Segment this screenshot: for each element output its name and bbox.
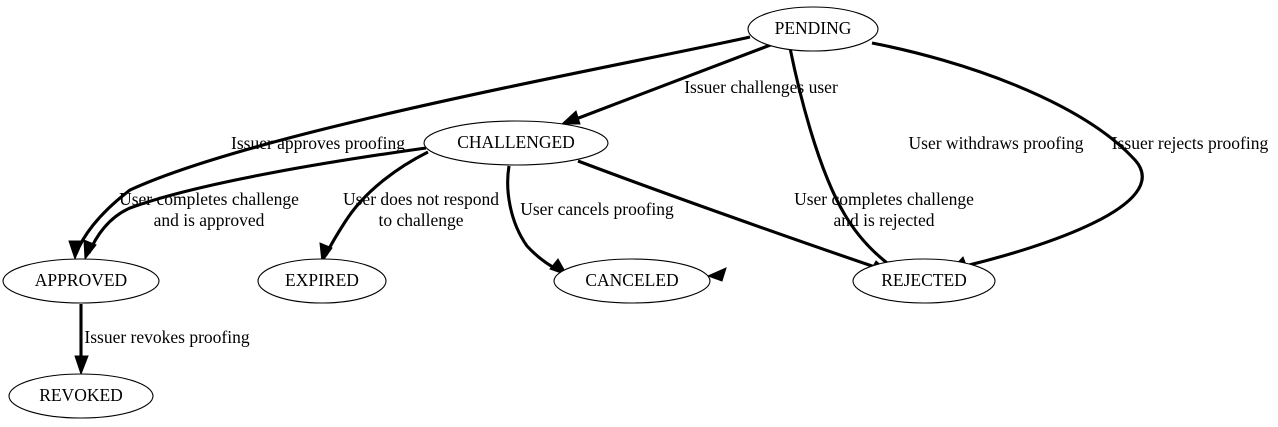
edge-pending-approved: Issuer approves proofing: [68, 35, 751, 261]
node-label-revoked: REVOKED: [39, 385, 123, 405]
node-rejected[interactable]: REJECTED: [852, 258, 996, 304]
edge-label-pending-challenged: Issuer challenges user: [684, 77, 838, 97]
node-revoked[interactable]: REVOKED: [8, 373, 154, 419]
node-label-pending: PENDING: [775, 18, 852, 38]
node-shape-pending[interactable]: [747, 6, 879, 52]
edge-line-pending-challenged: [575, 42, 774, 121]
node-canceled[interactable]: CANCELED: [553, 258, 711, 304]
node-approved[interactable]: APPROVED: [2, 258, 160, 304]
node-challenged[interactable]: CHALLENGED: [423, 120, 609, 166]
edge-line-pending-approved: [74, 35, 751, 255]
nodes-layer: PENDING CHALLENGED APPROVED EXPIRED CANCELED…: [2, 6, 996, 419]
node-shape-expired[interactable]: [257, 258, 387, 304]
node-shape-approved[interactable]: [2, 258, 160, 304]
node-shape-challenged[interactable]: [423, 120, 609, 166]
node-label-challenged: CHALLENGED: [457, 132, 575, 152]
arrowhead-icon: [706, 267, 727, 282]
edge-line-challenged-expired: [324, 150, 429, 256]
node-label-approved: APPROVED: [35, 270, 127, 290]
node-expired[interactable]: EXPIRED: [257, 258, 387, 304]
arrowhead-icon: [560, 110, 581, 125]
edge-line-challenged-canceled: [506, 165, 561, 273]
node-shape-canceled[interactable]: [553, 258, 711, 304]
edge-line-challenged-rejected: [577, 159, 876, 269]
arrowhead-icon: [319, 242, 333, 264]
edges-layer: Issuer approves proofing Issuer challenge…: [68, 35, 1269, 376]
edge-pending-rejected: Issuer rejects proofing: [871, 41, 1269, 271]
edge-label-pending-rejected: Issuer rejects proofing: [1112, 133, 1269, 153]
node-label-canceled: CANCELED: [585, 270, 678, 290]
edge-pending-canceled: User withdraws proofing: [706, 47, 1084, 282]
node-label-rejected: REJECTED: [881, 270, 967, 290]
edge-line-challenged-approved: [87, 146, 427, 254]
node-shape-rejected[interactable]: [852, 258, 996, 304]
arrowhead-icon: [68, 240, 83, 261]
node-pending[interactable]: PENDING: [747, 6, 879, 52]
edge-line-pending-canceled: [788, 47, 892, 268]
edge-approved-revoked: Issuer revokes proofing: [74, 304, 250, 376]
edge-challenged-canceled: User cancels proofing: [506, 165, 674, 276]
node-shape-revoked[interactable]: [8, 373, 154, 419]
node-label-expired: EXPIRED: [285, 270, 359, 290]
arrowhead-icon: [74, 355, 89, 376]
edge-label-challenged-canceled: User cancels proofing: [520, 199, 674, 219]
edge-line-pending-rejected: [871, 41, 1144, 268]
edge-label-pending-canceled: User withdraws proofing: [909, 133, 1084, 153]
arrowhead-icon: [83, 239, 97, 261]
edge-label-pending-approved: Issuer approves proofing: [231, 133, 405, 153]
edge-label-approved-revoked: Issuer revokes proofing: [84, 327, 249, 347]
